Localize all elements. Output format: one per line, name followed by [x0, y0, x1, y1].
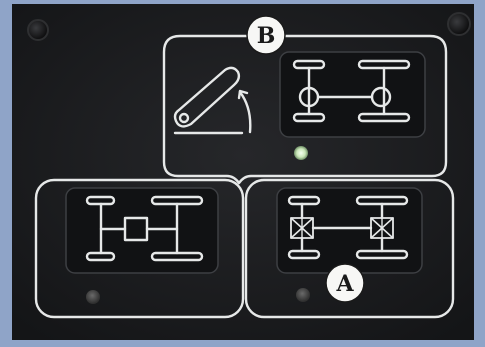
transfer-case-drivetrain-icon: [85, 195, 204, 262]
top-switch-button[interactable]: [279, 51, 426, 138]
bottom-right-outline: [244, 178, 455, 319]
callout-marker-a-label: A: [335, 271, 354, 297]
indicator-lamp-bottom-right: [296, 288, 310, 302]
indicator-lamp-top: [294, 146, 308, 160]
four-wheel-drive-locked-icon: [287, 195, 409, 260]
screw-top-right-icon: [447, 12, 471, 36]
top-section-outline: [162, 34, 448, 185]
callout-marker-a: A: [325, 263, 365, 303]
indicator-lamp-bottom-left: [86, 290, 100, 304]
handbrake-lever-icon: [173, 66, 252, 135]
bottom-left-switch-button[interactable]: [65, 187, 219, 274]
callout-marker-b-label: B: [257, 23, 276, 49]
callout-marker-b: B: [246, 15, 286, 55]
bottom-left-outline: [34, 178, 245, 319]
two-wheel-drive-axles-icon: [292, 59, 411, 123]
screw-top-left-icon: [27, 19, 49, 41]
